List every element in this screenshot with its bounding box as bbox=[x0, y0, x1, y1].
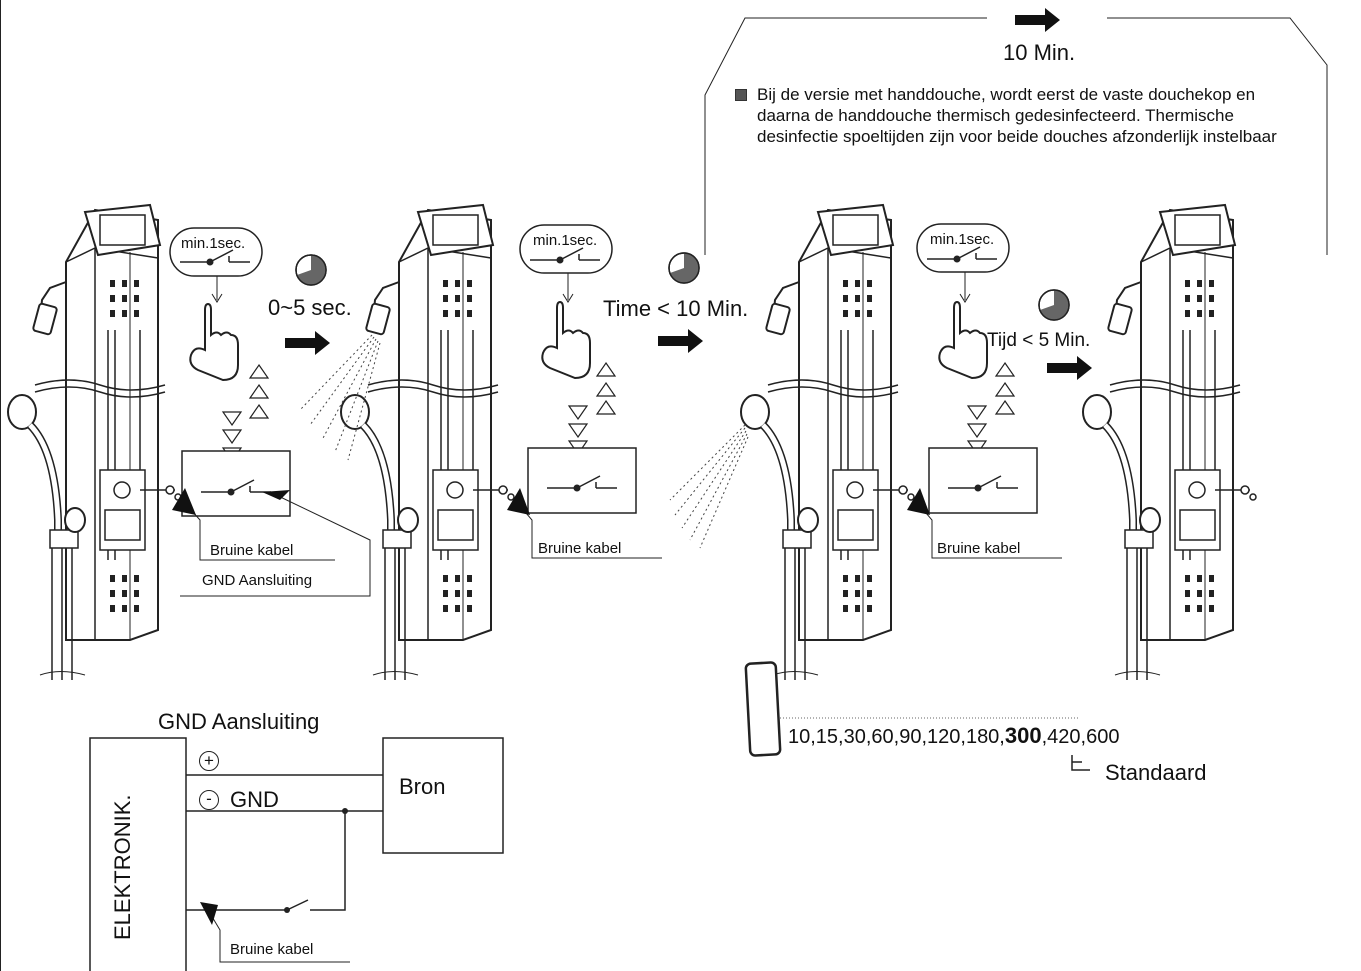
thermal-disinfection-note: Bij de versie met handdouche, wordt eers… bbox=[735, 84, 1295, 147]
clock-icon-2 bbox=[668, 252, 700, 284]
shower-panel-2 bbox=[341, 205, 514, 680]
shower-panel-4 bbox=[1083, 205, 1256, 680]
interval-bracket-left bbox=[704, 17, 987, 255]
note-text: Bij de versie met handdouche, wordt eers… bbox=[757, 85, 1277, 146]
shower-panel-1 bbox=[8, 205, 181, 680]
step-arrow-1 bbox=[285, 331, 330, 355]
default-label: Standaard bbox=[1105, 760, 1207, 785]
duration-values-after: ,420,600 bbox=[1041, 726, 1120, 748]
handshower-spray bbox=[669, 424, 749, 549]
gnd-connection-label: GND Aansluiting bbox=[202, 572, 313, 589]
step-arrow-2 bbox=[658, 329, 703, 353]
default-marker bbox=[1071, 755, 1090, 771]
source-label: Bron bbox=[399, 774, 446, 799]
electronics-label: ELEKTRONIK. bbox=[110, 794, 135, 940]
brown-cable-label-1: Bruine kabel bbox=[210, 542, 294, 559]
wiring-switch bbox=[286, 899, 309, 911]
step1-delay-label: 0~5 sec. bbox=[268, 295, 352, 320]
switch-box-1 bbox=[181, 450, 291, 517]
button-hint-pill-3 bbox=[916, 223, 1010, 273]
brown-cable-label-wiring: Bruine kabel bbox=[230, 941, 314, 958]
flush-duration-options: 10,15,30,60,90,120,180,300,420,600 bbox=[788, 723, 1119, 749]
finger-press-icon-3 bbox=[938, 301, 988, 379]
step-arrow-3 bbox=[1047, 356, 1092, 380]
square-bullet-icon bbox=[735, 89, 747, 101]
wiring-title: GND Aansluiting bbox=[158, 709, 320, 734]
button-hint-text-1: min.1sec. bbox=[181, 235, 246, 252]
source-box bbox=[382, 737, 504, 854]
overhead-spray bbox=[299, 334, 381, 461]
shower-panel-3 bbox=[741, 205, 914, 680]
step3-time-label: Tijd < 5 Min. bbox=[987, 330, 1091, 351]
duration-values-before: 10,15,30,60,90,120,180, bbox=[788, 726, 1005, 748]
electronics-box bbox=[89, 737, 187, 971]
button-hint-pill-1 bbox=[169, 227, 263, 277]
interval-label: 10 Min. bbox=[1003, 40, 1076, 65]
switch-box-2 bbox=[527, 447, 637, 514]
step2-time-label: Time < 10 Min. bbox=[603, 296, 749, 321]
button-hint-pill-2 bbox=[519, 224, 613, 274]
button-hint-text-2: min.1sec. bbox=[533, 232, 598, 249]
callout-line-gnd bbox=[180, 492, 371, 597]
finger-press-icon-2 bbox=[541, 301, 591, 379]
gnd-label: GND bbox=[230, 787, 279, 812]
plus-terminal-icon: + bbox=[199, 751, 219, 771]
remote-control-icon bbox=[744, 661, 782, 757]
clock-icon-1 bbox=[295, 254, 327, 286]
brown-cable-label-3: Bruine kabel bbox=[937, 540, 1021, 557]
minus-terminal-icon: - bbox=[199, 790, 219, 810]
interval-arrow bbox=[1015, 8, 1060, 32]
finger-press-icon-1 bbox=[189, 303, 239, 381]
brown-cable-label-2: Bruine kabel bbox=[538, 540, 622, 557]
duration-default-value: 300 bbox=[1004, 723, 1042, 748]
switch-box-3 bbox=[928, 447, 1038, 514]
clock-icon-3 bbox=[1038, 289, 1070, 321]
button-hint-text-3: min.1sec. bbox=[930, 231, 995, 248]
interval-bracket-right bbox=[1107, 17, 1328, 255]
